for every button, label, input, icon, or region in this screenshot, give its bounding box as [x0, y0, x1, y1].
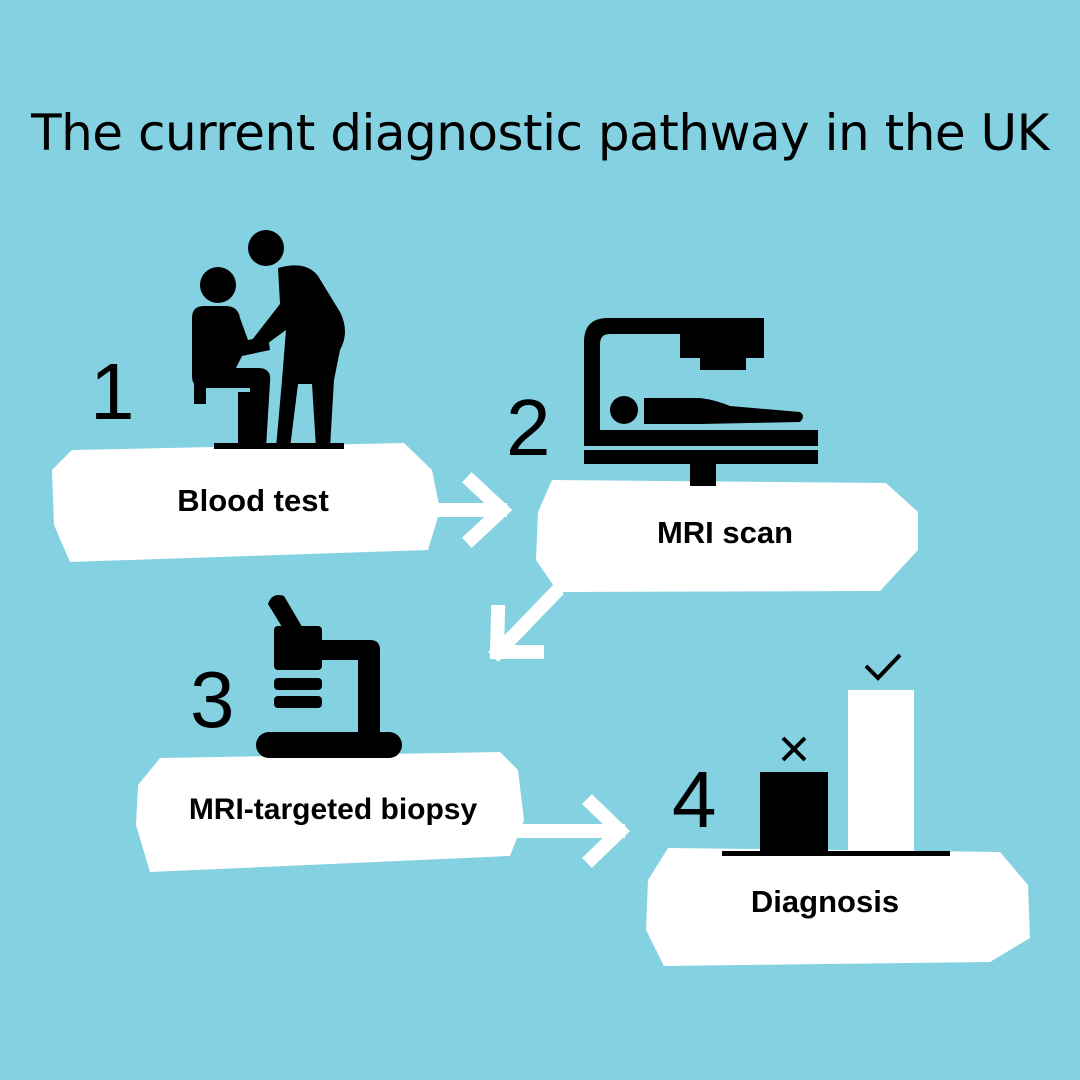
step-3-card: [136, 752, 524, 872]
mri-scanner-icon: [584, 318, 818, 486]
step-2-label: MRI scan: [656, 515, 794, 550]
step-3-label: MRI-targeted biopsy: [188, 793, 478, 826]
microscope-icon: [256, 595, 402, 758]
step-2-number: 2: [506, 383, 551, 472]
arrow-2-to-3: [488, 584, 564, 662]
step-4-label: Diagnosis: [750, 884, 900, 919]
step-1-card: [52, 443, 440, 562]
arrow-3-to-4: [517, 794, 631, 868]
result-bars-icon: [722, 690, 950, 856]
doctor-patient-icon: [192, 230, 345, 449]
step-4-card: [646, 848, 1030, 966]
check-icon: [864, 653, 902, 681]
page-title: The current diagnostic pathway in the UK: [31, 104, 1049, 162]
step-3-number: 3: [190, 655, 235, 744]
step-4-number: 4: [672, 755, 717, 844]
step-1-label: Blood test: [177, 483, 329, 518]
baseline: [722, 851, 950, 856]
arrow-1-to-2: [433, 472, 513, 548]
negative-bar: [760, 772, 828, 854]
step-2-card: [536, 480, 918, 592]
positive-bar: [848, 690, 914, 854]
step-1-number: 1: [90, 347, 135, 436]
cross-icon: [781, 736, 807, 762]
